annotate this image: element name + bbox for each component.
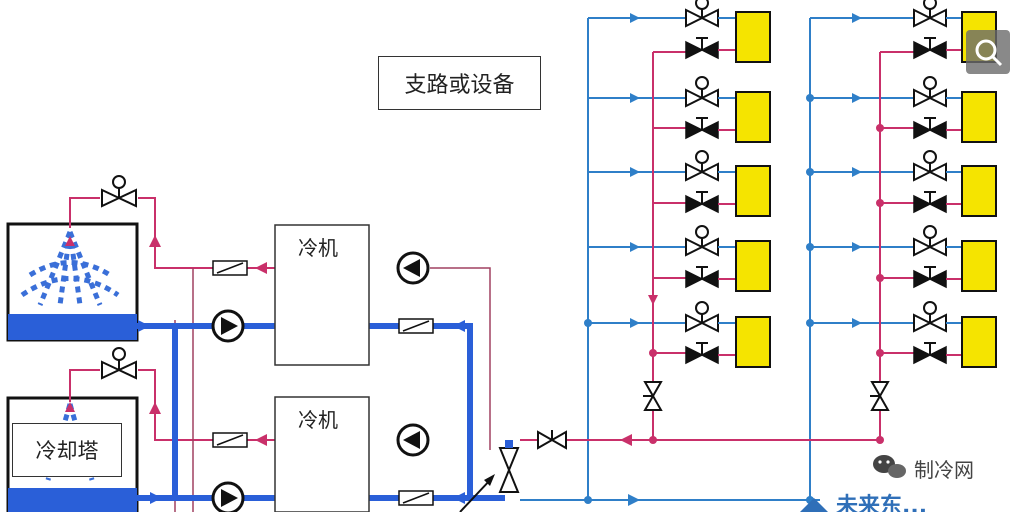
terminal-device: [735, 240, 771, 292]
valve-actuator-icon: [923, 225, 937, 239]
valve-handle: [696, 37, 708, 50]
valve-handle: [696, 117, 708, 130]
terminal-device: [961, 240, 997, 292]
chiller-2-label: 冷机: [298, 408, 338, 432]
chiller-1: [274, 224, 370, 366]
chiller-2: [274, 396, 370, 512]
branch-label-box: 支路或设备: [378, 56, 541, 110]
terminal-device: [961, 316, 997, 368]
pump-icon: [211, 251, 430, 512]
valve-actuator-icon: [695, 76, 709, 90]
valve-actuator-icon: [695, 225, 709, 239]
terminal-device: [961, 91, 997, 143]
valve-handle: [696, 342, 708, 355]
valve-actuator-icon: [923, 0, 937, 10]
zoom-icon[interactable]: [966, 30, 1010, 74]
terminal-device: [735, 316, 771, 368]
valve-handle: [696, 191, 708, 204]
valve-actuator-icon: [695, 150, 709, 164]
valve-actuator-icon: [923, 76, 937, 90]
terminal-device: [961, 165, 997, 217]
valve-actuator-icon: [923, 150, 937, 164]
valve-actuator-icon: [695, 301, 709, 315]
cooling-tower-label: 冷却塔: [35, 439, 99, 463]
brand-logo-icon: [800, 498, 828, 512]
terminal-device: [735, 11, 771, 63]
chiller-1-label: 冷机: [298, 236, 338, 260]
valve-actuator-icon: [695, 0, 709, 10]
terminal-device: [735, 91, 771, 143]
valve-handle: [696, 266, 708, 279]
watermark-channel: 制冷网: [914, 458, 974, 482]
wechat-icon: [873, 455, 906, 478]
branch-label: 支路或设备: [404, 73, 515, 98]
valve-handle: [924, 266, 936, 279]
bypass-valve: [459, 440, 520, 512]
valve-actuator-icon: [923, 301, 937, 315]
valve-handle: [924, 342, 936, 355]
watermark-brand: 未来东...: [836, 494, 928, 512]
check-valve-icon: [212, 260, 434, 506]
valve-handle: [924, 117, 936, 130]
balancing-valve-icon: [537, 381, 890, 450]
motorized-valve-icon: [101, 175, 137, 380]
cooling-tower-label-box: 冷却塔: [12, 423, 122, 477]
terminal-device: [735, 165, 771, 217]
valve-handle: [924, 37, 936, 50]
valve-handle: [924, 191, 936, 204]
